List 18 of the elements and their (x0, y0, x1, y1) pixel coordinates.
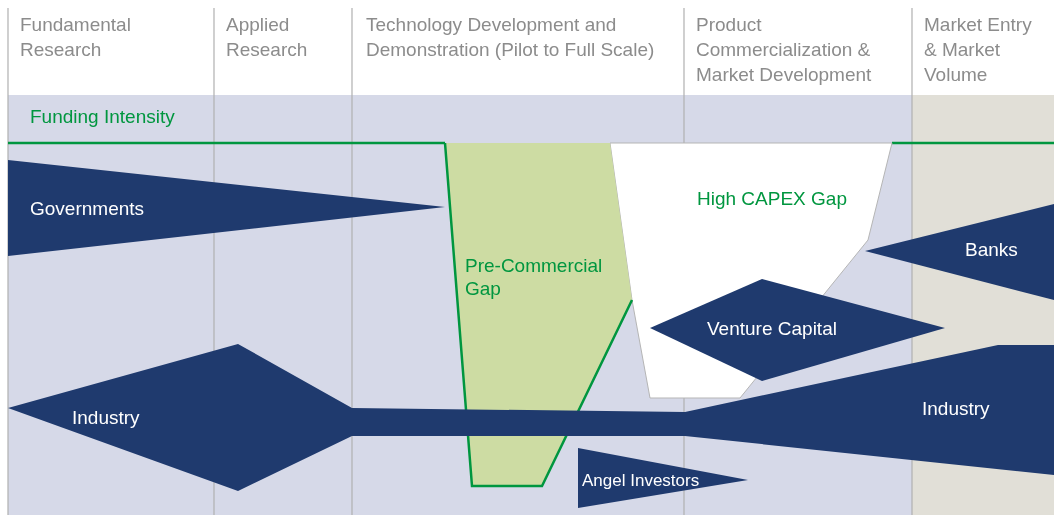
stage-heading: Product Commercialization & Market Development (696, 13, 873, 87)
funding-wedge (685, 345, 1054, 475)
shape-label: Industry (922, 397, 990, 420)
shape-label: Venture Capital (707, 317, 837, 340)
axis-label: Funding Intensity (30, 105, 176, 129)
funding-diamond (650, 279, 945, 381)
stage-heading: Technology Development and Demonstration (Pilot to Full Scale) (366, 13, 656, 62)
shape-label: Governments (30, 197, 145, 220)
stage-heading: Fundamental Research (20, 13, 132, 62)
shape-label: Angel Investors (582, 470, 700, 492)
shape-label: High CAPEX Gap (697, 187, 847, 210)
shape-label: Banks (965, 238, 1018, 261)
stage-heading: Market Entry & Market Volume (924, 13, 1033, 87)
shape-label: Pre-Commercial Gap (465, 254, 604, 300)
stage-heading: Applied Research (226, 13, 309, 62)
funding-wedge (578, 448, 748, 508)
shape-label: Industry (72, 406, 140, 429)
funding-wedge (865, 204, 1054, 300)
